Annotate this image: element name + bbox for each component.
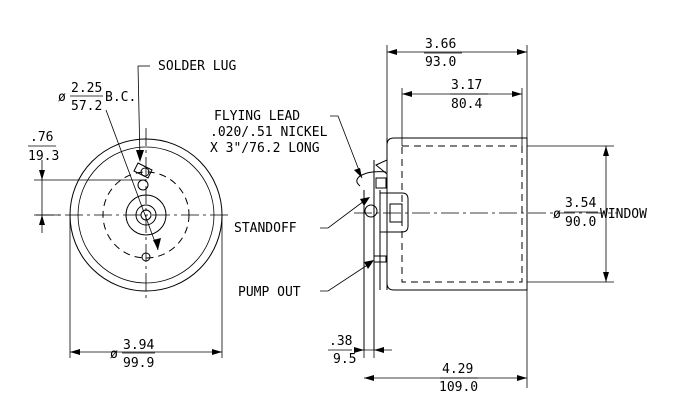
flange-arrow-l	[354, 347, 364, 353]
overall-arrow-l	[364, 375, 374, 381]
offset-arrow-bottom	[39, 215, 45, 225]
offset-value-in: .76	[30, 130, 53, 145]
window-arrow-bottom	[603, 272, 609, 282]
solder-lug-arrow	[136, 150, 144, 162]
window-outline	[401, 145, 523, 283]
dim317-arrow-l	[402, 91, 412, 97]
flying-lead-label-1: FLYING LEAD	[214, 109, 300, 124]
dim366-arrow-l	[387, 49, 397, 55]
offset-arrow-top	[39, 170, 45, 180]
flying-lead-tip	[375, 159, 388, 176]
standoff-leader	[320, 197, 369, 229]
flying-lead-fitting	[375, 177, 387, 189]
dim317-arrow-r	[512, 91, 522, 97]
standoff-label: STANDOFF	[234, 221, 297, 236]
window-value-mm: 90.0	[565, 215, 596, 230]
flying-lead-label-3: X 3"/76.2 LONG	[210, 141, 320, 156]
annotations: SOLDER LUG ø 2.25 57.2 B.C. .76 19.3 ø 3…	[28, 37, 647, 395]
dia-value-in: 3.94	[123, 338, 154, 353]
flange-value-in: .38	[329, 334, 352, 349]
overall-value-in: 4.29	[442, 362, 473, 377]
overall-value-mm: 109.0	[439, 380, 478, 395]
len-b-value-mm: 80.4	[451, 97, 482, 112]
bc-value-in: 2.25	[71, 81, 102, 96]
window-diameter-symbol: ø	[553, 207, 561, 222]
bc-diameter-symbol: ø	[58, 90, 66, 105]
len-b-value-in: 3.17	[451, 78, 482, 93]
dia-arrow-right	[212, 349, 222, 355]
solder-lug-label: SOLDER LUG	[158, 59, 236, 74]
pump-out-leader	[320, 261, 373, 292]
flying-lead-label-2: .020/.51 NICKEL	[210, 125, 328, 140]
flange-arrow-r	[374, 347, 384, 353]
standoff-arrow	[360, 197, 370, 206]
dia-symbol: ø	[110, 347, 118, 362]
solder-lug-leader-2	[137, 65, 141, 161]
overall-arrow-r	[517, 375, 527, 381]
dia-value-mm: 99.9	[123, 356, 154, 371]
side-view	[320, 45, 618, 388]
dia-arrow-left	[70, 349, 80, 355]
flange-value-mm: 9.5	[333, 352, 356, 367]
dim366-arrow-r	[517, 49, 527, 55]
window-arrow-top	[603, 146, 609, 156]
bc-value-mm: 57.2	[71, 99, 102, 114]
standoff-screw	[364, 204, 378, 218]
lug-hole-mid	[137, 179, 149, 191]
flying-lead-leader	[330, 115, 363, 179]
bc-arrow	[153, 238, 161, 250]
pump-out-label: PUMP OUT	[238, 285, 301, 300]
window-label: WINDOW	[600, 207, 647, 222]
flying-lead-wire	[356, 171, 387, 187]
standoff-body	[379, 192, 409, 233]
len-a-value-in: 3.66	[425, 37, 456, 52]
window-value-in: 3.54	[565, 196, 596, 211]
pump-out-arrow	[364, 260, 374, 269]
flying-lead-arrow	[354, 168, 362, 178]
front-view	[28, 65, 232, 358]
pump-out-fitting	[373, 255, 387, 263]
bc-label: B.C.	[105, 90, 136, 105]
offset-value-mm: 19.3	[28, 149, 59, 164]
len-a-value-mm: 93.0	[425, 55, 456, 70]
solder-lug-shape	[133, 162, 153, 179]
